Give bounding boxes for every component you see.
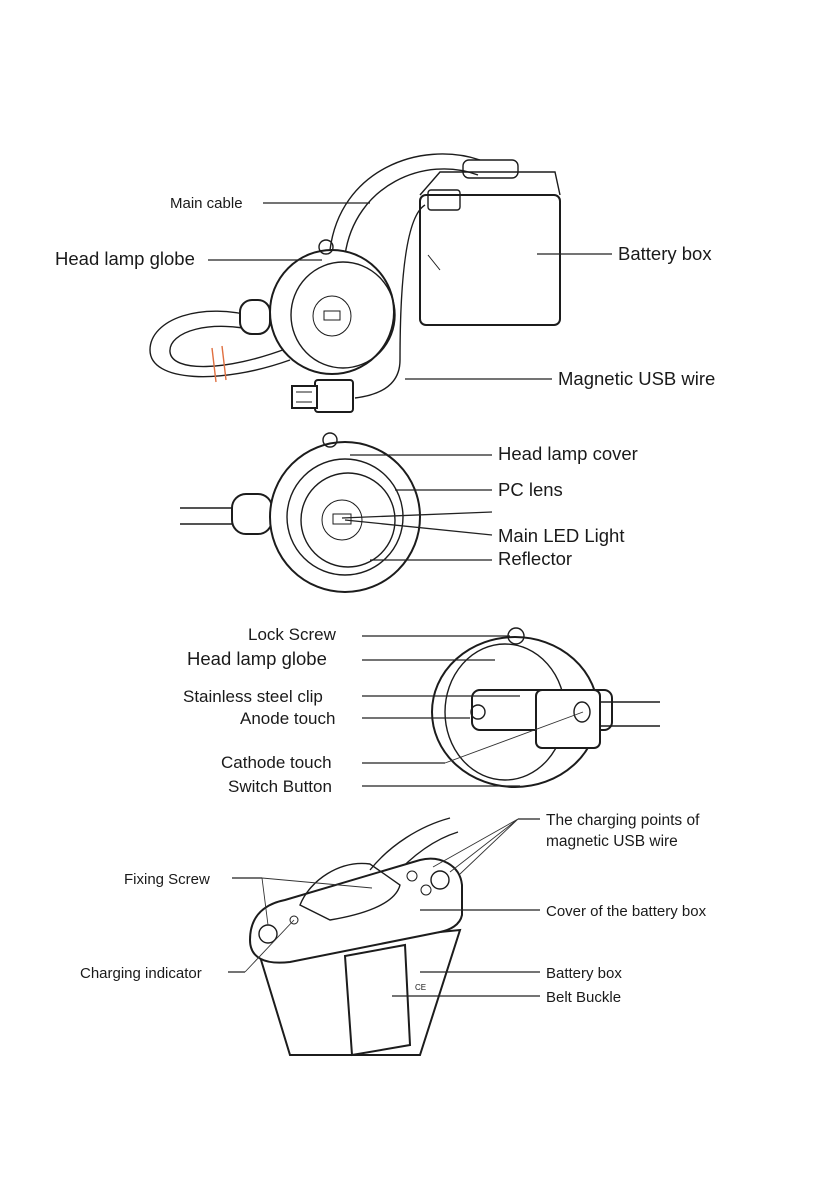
label-anode-touch: Anode touch: [240, 709, 335, 728]
usb-plug-drawing: [314, 379, 354, 413]
battery-cover-drawing: [248, 857, 463, 964]
label-stainless-steel-clip: Stainless steel clip: [183, 687, 323, 706]
figure-battery-box: CE The charging points of magnetic USB w…: [80, 812, 707, 1057]
cable-loop-drawing: [149, 310, 291, 378]
label-main-led-light: Main LED Light: [498, 525, 624, 546]
label-head-lamp-cover: Head lamp cover: [498, 443, 638, 464]
label-cover-of-battery-box: Cover of the battery box: [546, 903, 707, 920]
battery-box-drawing: [419, 194, 561, 326]
figure-lamp-back: Lock Screw Head lamp globe Stainless ste…: [183, 625, 660, 796]
label-battery-box: Battery box: [618, 243, 712, 264]
cable-wrap-mark: [211, 345, 227, 383]
label-main-cable: Main cable: [170, 195, 243, 212]
label-battery-box-bottom: Battery box: [546, 965, 622, 982]
ce-mark: CE: [415, 983, 426, 992]
label-reflector: Reflector: [498, 548, 572, 569]
label-switch-button: Switch Button: [228, 777, 332, 796]
head-lamp-body-drawing: [269, 249, 395, 375]
label-charging-points-line1: The charging points of: [546, 812, 700, 829]
label-magnetic-usb-wire: Magnetic USB wire: [558, 368, 715, 389]
label-belt-buckle: Belt Buckle: [546, 989, 621, 1006]
label-pc-lens: PC lens: [498, 479, 563, 500]
figure-lamp-front: Head lamp cover PC lens Main LED Light R…: [180, 432, 638, 593]
label-fixing-screw: Fixing Screw: [124, 871, 210, 888]
label-cathode-touch: Cathode touch: [221, 753, 332, 772]
figure-assembly: Main cable Head lamp globe Battery box M…: [55, 153, 715, 413]
label-charging-indicator: Charging indicator: [80, 965, 202, 982]
main-cable-drawing: [329, 153, 481, 251]
usb-wire-drawing: [354, 204, 426, 399]
belt-buckle-drawing: [343, 943, 412, 1057]
label-head-lamp-globe: Head lamp globe: [55, 248, 195, 269]
label-charging-points-line2: magnetic USB wire: [546, 833, 678, 850]
label-head-lamp-globe-back: Head lamp globe: [187, 648, 327, 669]
label-lock-screw: Lock Screw: [248, 625, 337, 644]
